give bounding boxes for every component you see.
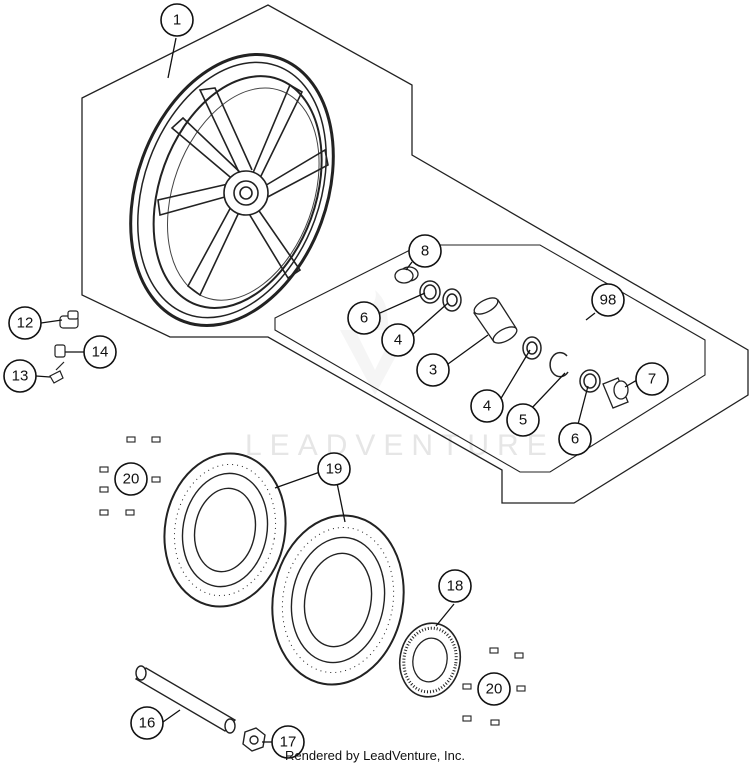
- callout-19: 19: [317, 452, 351, 486]
- svg-text:12: 12: [17, 315, 34, 332]
- wheel-rim: [129, 52, 335, 328]
- callout-17: 17: [271, 725, 305, 759]
- brake-disc-left: [163, 452, 287, 608]
- callout-7: 7: [635, 362, 669, 396]
- svg-text:6: 6: [360, 310, 368, 327]
- bearing-kit-outline: [274, 244, 706, 473]
- svg-text:6: 6: [571, 431, 579, 448]
- callout-5: 5: [506, 403, 540, 437]
- screws-20-upper: [99, 436, 161, 516]
- callout-3: 3: [416, 353, 450, 387]
- callout-12: 12: [8, 306, 42, 340]
- svg-text:16: 16: [139, 715, 156, 732]
- svg-text:18: 18: [447, 578, 464, 595]
- callout-1: 1: [160, 3, 194, 37]
- callout-18: 18: [438, 569, 472, 603]
- svg-text:5: 5: [519, 412, 527, 429]
- svg-text:4: 4: [394, 332, 402, 349]
- wheel-assembly-outline: [81, 4, 749, 504]
- svg-text:19: 19: [326, 461, 343, 478]
- callout-8: 8: [408, 234, 442, 268]
- part-6-seal-upper: [419, 280, 441, 304]
- svg-text:14: 14: [92, 344, 109, 361]
- part-13-valve-screw: [49, 361, 65, 384]
- callout-20-upper: 20: [114, 462, 148, 496]
- part-6-seal-lower: [579, 369, 601, 393]
- svg-text:13: 13: [12, 368, 29, 385]
- svg-text:20: 20: [123, 471, 140, 488]
- part-7-spacer: [602, 377, 629, 409]
- abs-tone-ring: [398, 622, 462, 698]
- callout-20-lower: 20: [477, 672, 511, 706]
- leader-lines: [35, 37, 638, 743]
- brake-disc-right: [271, 514, 405, 686]
- svg-text:20: 20: [486, 681, 503, 698]
- part-3-spacer-tube: [473, 297, 518, 344]
- callout-98: 98: [591, 283, 625, 317]
- callout-6-lower: 6: [558, 422, 592, 456]
- part-4-bearing-lower: [522, 336, 542, 360]
- svg-text:8: 8: [421, 243, 429, 260]
- watermark-text: LEADVENTURE: [245, 429, 555, 462]
- callout-4-lower: 4: [470, 389, 504, 423]
- svg-text:17: 17: [280, 734, 297, 751]
- screws-20-lower: [462, 647, 526, 726]
- credit-text: Rendered by LeadVenture, Inc.: [285, 748, 465, 763]
- svg-text:4: 4: [483, 398, 491, 415]
- callout-14: 14: [83, 335, 117, 369]
- part-14-valve-nut: [54, 344, 66, 358]
- svg-text:1: 1: [173, 12, 181, 29]
- part-8-spacer: [394, 266, 419, 284]
- part-16-axle: [134, 665, 237, 734]
- callout-16: 16: [130, 706, 164, 740]
- svg-text:3: 3: [429, 362, 437, 379]
- callout-13: 13: [3, 359, 37, 393]
- wheel-spokes: [157, 83, 329, 297]
- part-12-valve-cap: [59, 310, 79, 329]
- callout-4-upper: 4: [381, 323, 415, 357]
- part-5-circlip: [549, 351, 569, 378]
- part-4-bearing-upper: [442, 288, 462, 312]
- svg-text:7: 7: [648, 371, 656, 388]
- part-17-axle-nut: [242, 727, 266, 752]
- svg-text:98: 98: [600, 292, 617, 309]
- callout-6-upper: 6: [347, 301, 381, 335]
